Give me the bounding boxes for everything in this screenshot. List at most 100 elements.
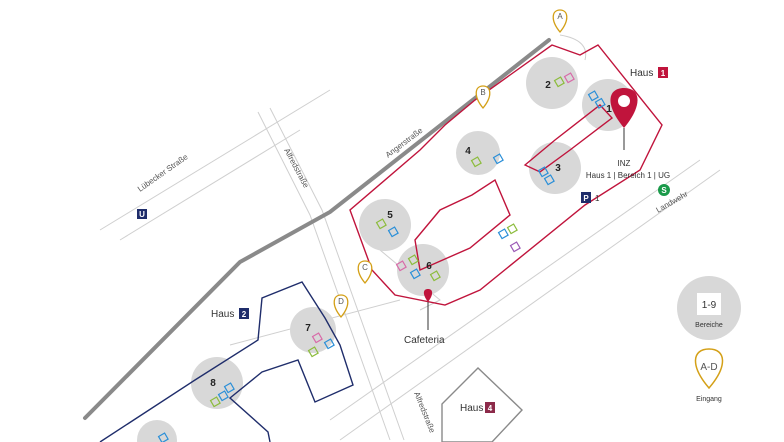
inz-marker[interactable]: INZ Haus 1 | Bereich 1 | UG [586, 88, 670, 180]
alfred-road-edge-2 [269, 107, 405, 441]
area-number-7[interactable]: 7 [305, 323, 311, 334]
haus4-label[interactable]: Haus 4 [460, 402, 495, 414]
area-circles [137, 57, 634, 442]
area-number-6[interactable]: 6 [426, 261, 432, 272]
legend-area-range: 1-9 [702, 300, 717, 311]
location-pin-icon [610, 88, 638, 128]
entrance-c[interactable]: C [357, 260, 373, 285]
haus2-badge [239, 308, 249, 319]
marker-green [429, 270, 441, 282]
legend-entrance-range: A-D [700, 362, 717, 373]
marker-blue [537, 166, 549, 178]
street-luebecker: Lübecker Straße [136, 152, 190, 194]
haus2-text: Haus [211, 309, 234, 320]
haus4-text: Haus [460, 403, 483, 414]
sbahn-marker[interactable]: S [658, 184, 670, 196]
area-number-3[interactable]: 3 [555, 163, 561, 174]
marker-blue [497, 228, 509, 240]
haus2-outline-path [99, 281, 354, 442]
entrance-d-letter: D [338, 297, 344, 306]
landwehr-road-edge-1 [329, 159, 701, 421]
area-circle-2 [526, 57, 578, 109]
marker-blue [387, 226, 399, 238]
pin-icon [357, 260, 373, 285]
pin-icon [475, 85, 491, 110]
marker-purple [509, 241, 521, 253]
haus2-label[interactable]: Haus 2 [211, 308, 249, 320]
legend-area-box [697, 293, 721, 315]
cafeteria-marker[interactable]: Cafeteria [404, 289, 445, 346]
legend-entrances: A-D Eingang [694, 348, 724, 403]
a-gate-road [559, 34, 587, 61]
marker-green [553, 76, 565, 88]
main-road [83, 38, 551, 420]
area-numbers: 1 2 3 4 5 6 7 8 [210, 80, 612, 389]
marker-green [375, 218, 387, 230]
marker-green [470, 156, 482, 168]
marker-blue [223, 382, 235, 394]
haus1-text: Haus [630, 68, 653, 79]
parking-marker[interactable]: P 1 [581, 192, 600, 203]
marker-pink [395, 260, 407, 272]
marker-blue [323, 338, 335, 350]
entrance-a[interactable]: A [552, 9, 568, 34]
marker-blue [594, 97, 606, 109]
haus1-badge [658, 67, 668, 78]
legend-areas: 1-9 Bereiche [677, 276, 741, 340]
marker-green [407, 254, 419, 266]
haus4-number: 4 [488, 404, 493, 413]
area-number-5[interactable]: 5 [387, 210, 393, 221]
entrance-b[interactable]: B [475, 85, 491, 110]
marker-blue [217, 390, 229, 402]
haus2-outline[interactable] [99, 281, 354, 442]
haus4-badge [485, 402, 495, 413]
area-circle-6 [397, 244, 449, 296]
haus2-number: 2 [242, 310, 247, 319]
marker-blue [492, 153, 504, 165]
entrance-d[interactable]: D [333, 294, 349, 319]
pin-icon [333, 294, 349, 319]
marker-blue [543, 174, 555, 186]
area-number-2[interactable]: 2 [545, 80, 551, 91]
ubahn-icon [137, 209, 147, 219]
marker-green [209, 396, 221, 408]
haus1-number: 1 [661, 69, 666, 78]
sbahn-icon [658, 184, 670, 196]
marker-green [307, 346, 319, 358]
parking-icon [581, 192, 591, 203]
luebecker-road-edge-1 [99, 89, 331, 231]
marker-blue [587, 90, 599, 102]
facility-markers [157, 72, 606, 442]
marker-pink [563, 72, 575, 84]
legend-entrance-label: Eingang [696, 396, 722, 403]
legend-pin-icon [694, 348, 724, 390]
ubahn-marker[interactable]: U [137, 209, 147, 219]
entrance-c-letter: C [362, 263, 368, 272]
pin-hole [618, 95, 630, 107]
marker-green [506, 223, 518, 235]
entrance-b-letter: B [480, 88, 485, 97]
luebecker-road-edge-2 [119, 129, 301, 241]
marker-blue [157, 432, 169, 442]
area-circle-3 [529, 142, 581, 194]
area-circle-5 [359, 199, 411, 251]
area-circle-4 [456, 131, 500, 175]
inz-title: INZ [618, 159, 631, 168]
legend-area-label: Bereiche [695, 322, 723, 329]
area-number-1[interactable]: 1 [606, 104, 612, 115]
area-circle-7 [290, 307, 336, 353]
ubahn-letter: U [139, 210, 145, 219]
area-number-4[interactable]: 4 [465, 146, 471, 157]
area-number-8[interactable]: 8 [210, 378, 216, 389]
area-circle-9-partial [137, 420, 177, 442]
parking-number: 1 [595, 194, 600, 203]
pin-icon [552, 9, 568, 34]
haus1-label[interactable]: Haus 1 [630, 67, 668, 79]
alfred-road-edge-1 [257, 111, 391, 441]
haus4-outline[interactable] [441, 367, 523, 442]
area-circle-8 [191, 357, 243, 409]
entrance-a-letter: A [557, 12, 563, 21]
inz-detail: Haus 1 | Bereich 1 | UG [586, 171, 670, 180]
